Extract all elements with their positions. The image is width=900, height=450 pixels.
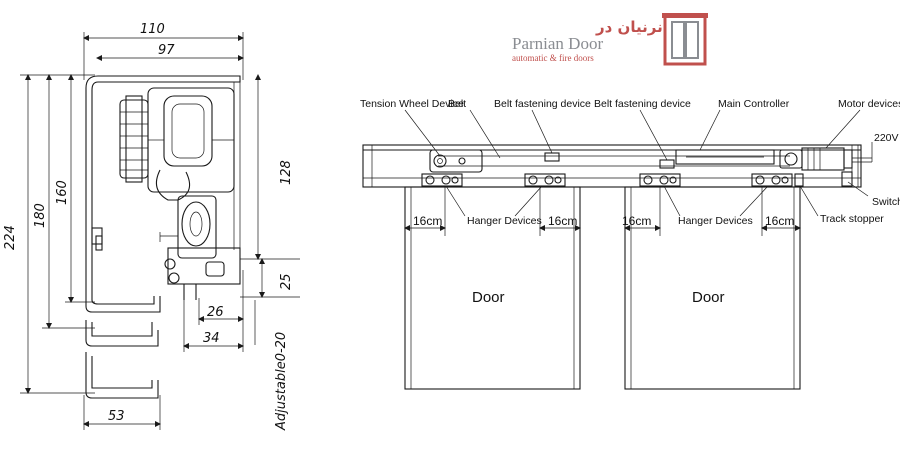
- dim-adjustable: Adjustable0-20: [254, 300, 289, 431]
- dim-top-width: 110: [83, 22, 244, 80]
- brand-logo: Parnian Door automatic & fire doors نرنی…: [512, 13, 708, 66]
- dim-left-mid: 180: [33, 74, 95, 329]
- dim-right-height-label: 128: [279, 160, 294, 185]
- pulley-wheel: [119, 95, 149, 183]
- hanger-group-3: [639, 173, 681, 187]
- logo-name: Parnian Door: [512, 34, 603, 53]
- dim-left-inner: 160: [55, 74, 95, 303]
- label-belt-fastening-1: Belt fastening device: [494, 98, 591, 110]
- callout-leaders: [404, 109, 873, 217]
- dim-bottom-inner: 26: [198, 298, 244, 325]
- dim-bottom-outer: 34: [183, 270, 244, 352]
- track-stopper-part: [794, 173, 804, 187]
- door-right: Door: [624, 186, 801, 390]
- hanger-group-1: [421, 173, 463, 187]
- dim-inner-width-label: 97: [158, 43, 175, 58]
- label-belt: Belt: [448, 98, 466, 110]
- label-voltage: 220V: [874, 132, 899, 144]
- dim-right-height: 128: [240, 74, 300, 260]
- motor-device: [779, 147, 853, 171]
- front-view: Door Door 16cm 16cm 16cm 16cm: [360, 98, 900, 390]
- belt-fastener-right: [659, 159, 675, 169]
- dim-inner-width: 97: [96, 43, 244, 61]
- hanger-roller: [155, 169, 241, 300]
- spacing-label-1: 16cm: [413, 214, 442, 228]
- door-left: Door: [404, 186, 581, 390]
- track-profile: [85, 75, 241, 399]
- spacing-dim-3: 16cm: [622, 186, 661, 236]
- dim-bottom-inner-label: 26: [207, 305, 224, 320]
- section-view: 110 97 224 180 160 128: [3, 22, 300, 431]
- dim-left-mid-label: 180: [33, 203, 48, 228]
- switch-part: [841, 171, 853, 187]
- hanger-group-4: [751, 173, 793, 187]
- spacing-label-3: 16cm: [622, 214, 651, 228]
- spacing-dim-1: 16cm: [404, 186, 446, 236]
- logo-script: نرنیان در: [595, 18, 663, 36]
- motor-block: [147, 87, 235, 193]
- main-controller: [675, 149, 775, 165]
- hanger-group-2: [524, 173, 566, 187]
- label-hanger-1: Hanger Devices: [467, 215, 542, 227]
- label-motor-devices: Motor devices: [838, 98, 900, 110]
- label-tension-wheel: Tension Wheel Device: [360, 98, 464, 110]
- power-cable: [852, 157, 872, 163]
- label-hanger-2: Hanger Devices: [678, 215, 753, 227]
- door-left-label: Door: [472, 289, 505, 306]
- spacing-label-4: 16cm: [765, 214, 794, 228]
- door-logo-icon: [662, 13, 708, 66]
- dim-left-outer-label: 224: [3, 225, 18, 250]
- label-track-stopper: Track stopper: [820, 213, 884, 225]
- belt-fastener-left: [544, 152, 560, 162]
- label-belt-fastening-2: Belt fastening device: [594, 98, 691, 110]
- dim-left-inner-label: 160: [55, 180, 70, 205]
- tension-wheel: [429, 149, 483, 173]
- label-switch: Switch: [872, 196, 900, 208]
- spacing-dim-4: 16cm: [761, 186, 801, 236]
- dim-right-small-label: 25: [279, 273, 294, 290]
- dim-adjustable-label: Adjustable0-20: [274, 332, 289, 431]
- dim-top-width-label: 110: [140, 22, 165, 37]
- spacing-label-2: 16cm: [548, 214, 577, 228]
- logo-tagline: automatic & fire doors: [512, 53, 594, 63]
- belt-line: [438, 155, 790, 167]
- door-right-label: Door: [692, 289, 725, 306]
- dim-base-width: 53: [83, 395, 161, 430]
- dim-bottom-outer-label: 34: [203, 331, 220, 346]
- dim-left-outer: 224: [3, 74, 95, 394]
- label-main-controller: Main Controller: [718, 98, 790, 110]
- dim-right-small: 25: [240, 258, 300, 298]
- dim-base-width-label: 53: [108, 409, 125, 424]
- spacing-dim-2: 16cm: [539, 186, 581, 236]
